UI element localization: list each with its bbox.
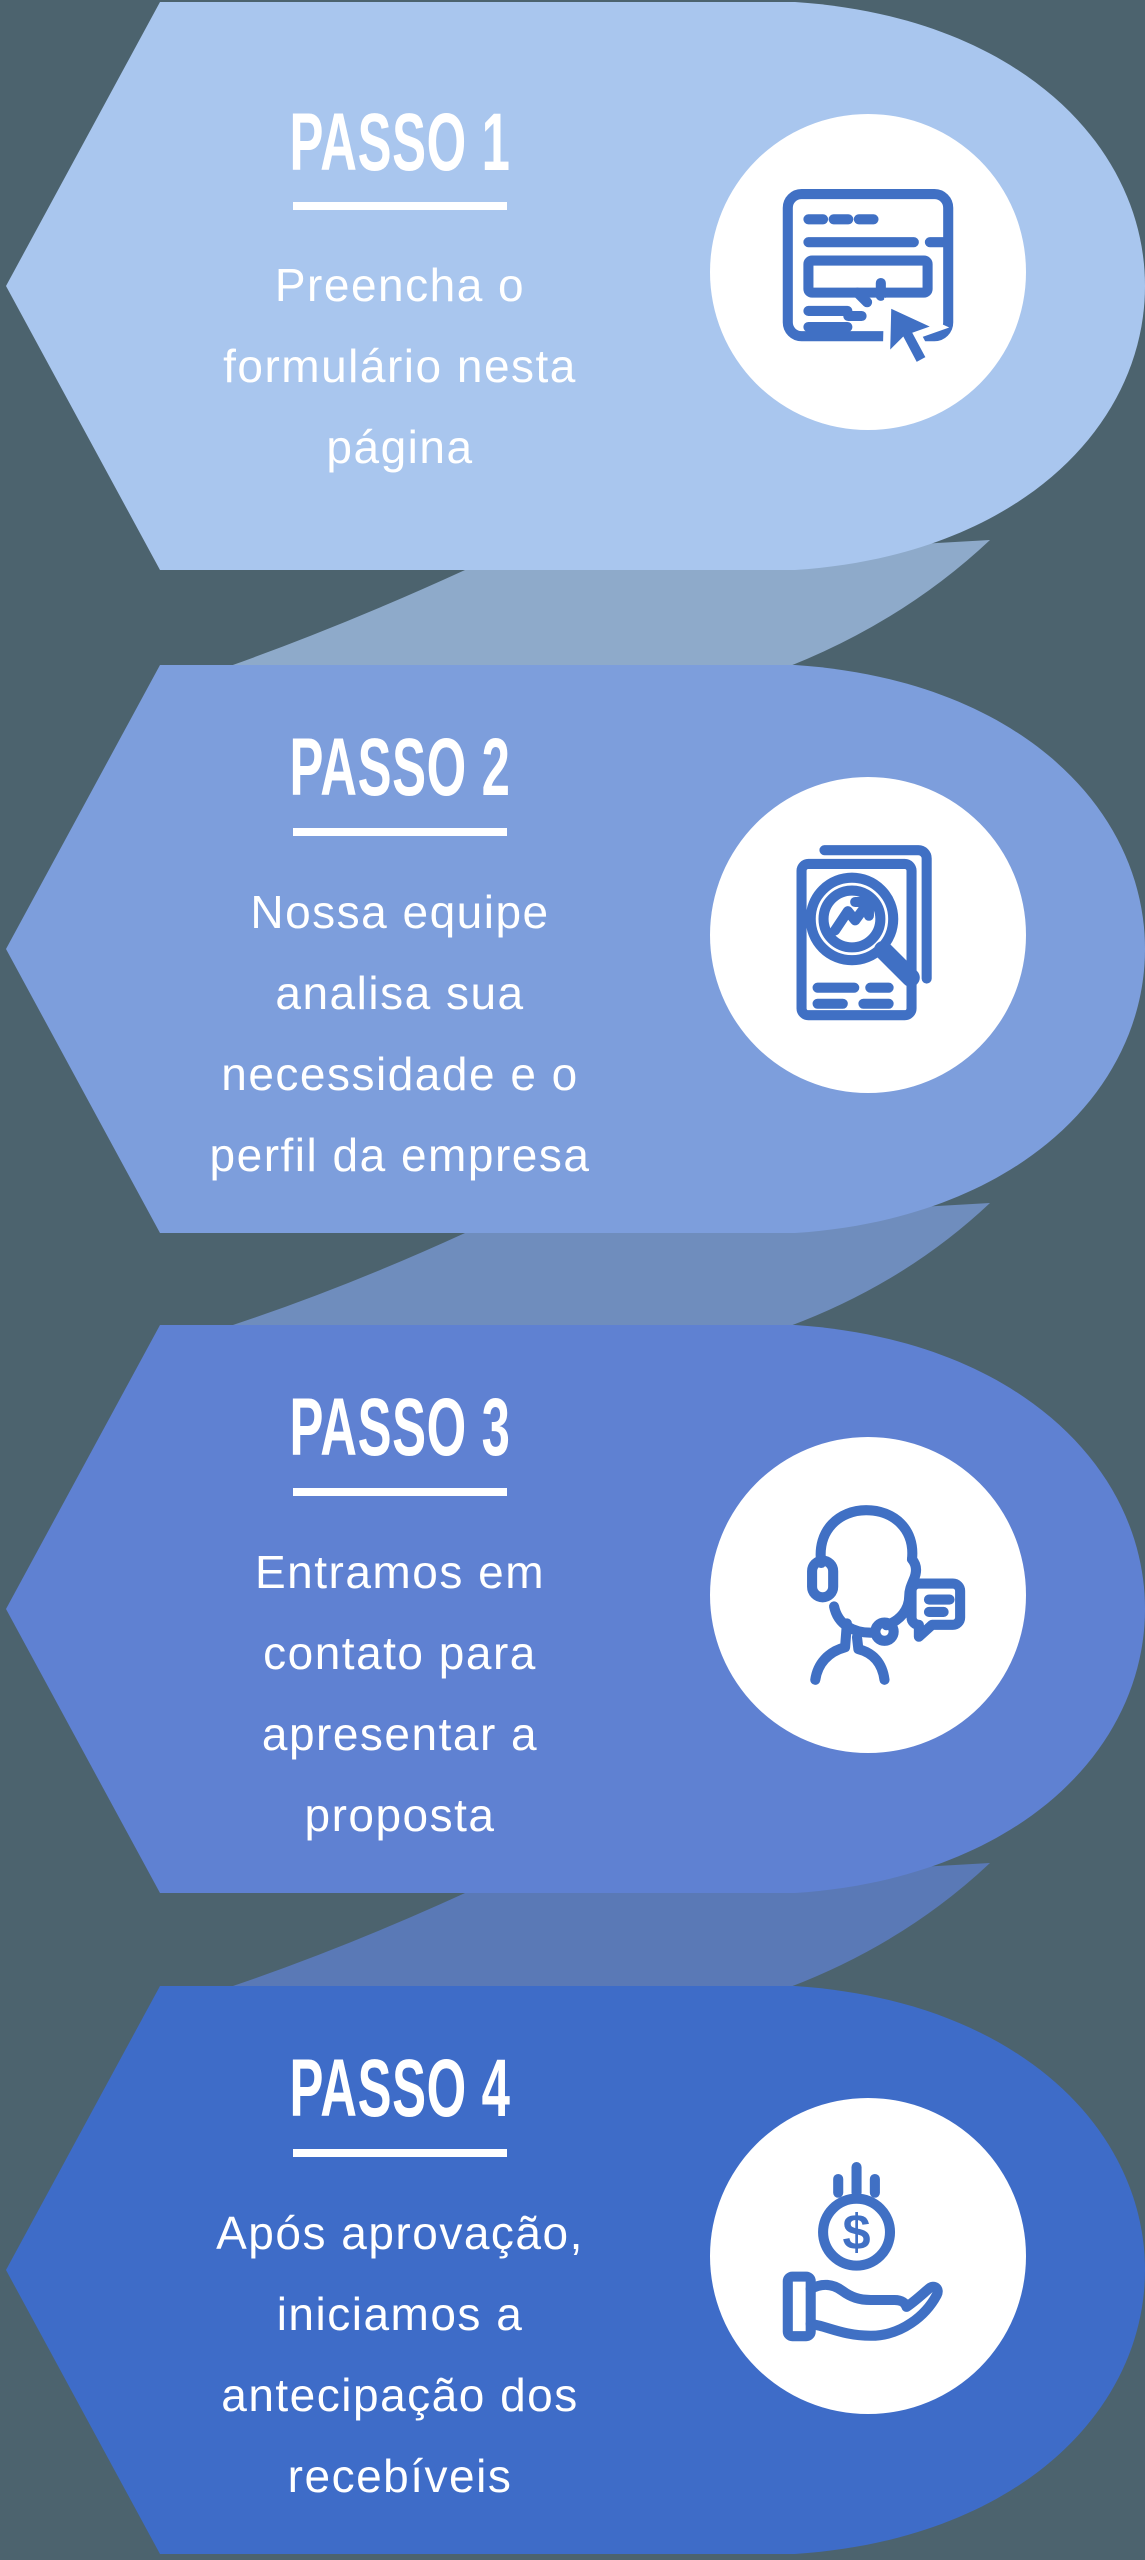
step-1-tail [230,540,990,666]
step-1-title: PASSO 1 [289,97,511,188]
document-search-icon [796,845,932,1021]
step-3-line-3: apresentar a [261,1708,539,1760]
step-3-description: Entramos em contato para apresentar a pr… [120,1532,680,1856]
step-4-line-2: iniciamos a [276,2288,524,2340]
support-agent-icon [807,1505,966,1685]
step-2-line-4: perfil da empresa [209,1129,591,1181]
step-2-description: Nossa equipe analisa sua necessidade e o… [120,872,680,1196]
step-1-underline [293,202,507,210]
step-4-title: PASSO 4 [289,2043,511,2134]
step-2-line-1: Nossa equipe [250,886,550,938]
dollar-sign: $ [843,2204,871,2261]
step-3-title: PASSO 3 [289,1382,511,1473]
step-2-underline [293,828,507,836]
step-1-line-3: página [326,421,474,473]
step-4-line-4: recebíveis [287,2450,513,2502]
form-click-icon [782,189,954,372]
step-3-line-4: proposta [304,1789,496,1841]
step-2-tail [230,1203,990,1326]
step-3-icon-circle [710,1437,1026,1753]
step-2-title: PASSO 2 [289,722,511,813]
step-3-tail [230,1863,990,1987]
form-click-icon-strokes [782,189,954,342]
step-2-line-3: necessidade e o [221,1048,579,1100]
document-search-icon-strokes [796,845,932,1021]
step-1-description: Preencha o formulário nesta página [120,245,680,488]
step-4-line-1: Após aprovação, [216,2207,584,2259]
cursor-arrow [882,297,950,372]
step-2-icon-circle [710,777,1026,1093]
step-1-icon-circle [710,114,1026,430]
step-3-underline [293,1488,507,1496]
step-4-description: Após aprovação, iniciamos a antecipação … [120,2193,680,2517]
step-2-line-2: analisa sua [275,967,525,1019]
step-4-underline [293,2149,507,2157]
money-hand-icon-strokes [782,2162,943,2342]
step-1-line-2: formulário nesta [223,340,577,392]
money-hand-icon: $ [782,2162,943,2342]
support-agent-icon-strokes [807,1505,966,1685]
step-1-line-1: Preencha o [274,259,526,311]
step-3-line-1: Entramos em [254,1546,546,1598]
step-3-line-2: contato para [263,1627,537,1679]
step-4-line-3: antecipação dos [221,2369,579,2421]
